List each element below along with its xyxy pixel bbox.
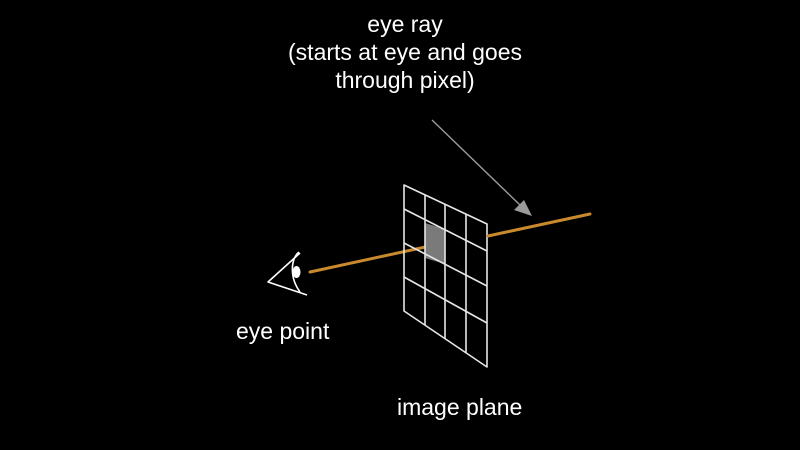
- eye-ray-note-line-1: (starts at eye and goes: [288, 39, 522, 65]
- eye-point-label: eye point: [236, 318, 330, 344]
- eye-ray-pointer-arrow: [431, 119, 532, 216]
- eye-ray-front-segment: [308, 244, 432, 274]
- eye-icon: [267, 251, 308, 296]
- eye-ray-note-line-2: through pixel): [335, 67, 475, 93]
- eye-ray-back-segment: [486, 212, 592, 238]
- highlighted-pixel: [425, 223, 445, 264]
- image-plane-grid: [403, 184, 488, 368]
- eye-ray-title: eye ray: [367, 11, 443, 37]
- image-plane-label: image plane: [397, 394, 523, 420]
- eye-ray-label: eye ray (starts at eye and goes through …: [250, 10, 560, 94]
